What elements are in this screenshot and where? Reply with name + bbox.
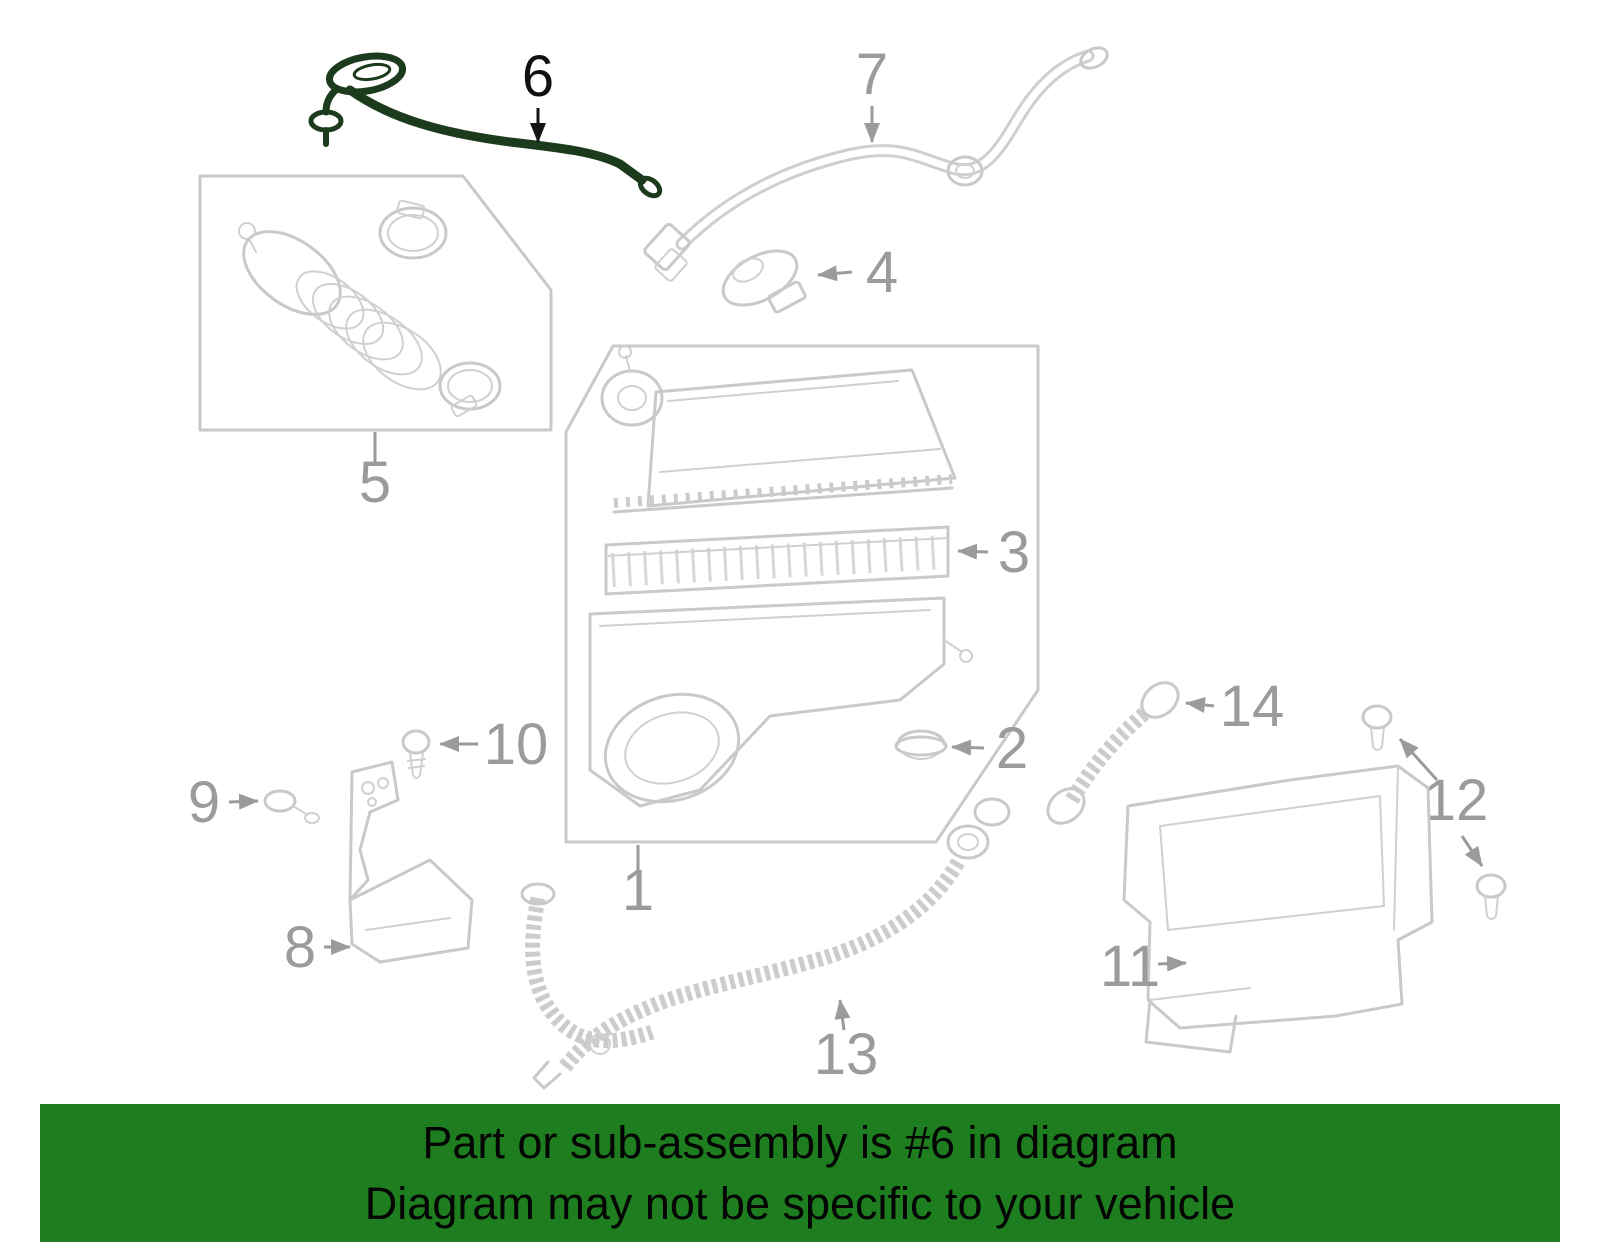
- callout-7: 7: [856, 42, 888, 143]
- part-14-hose: [1046, 681, 1180, 825]
- callout-3-label: 3: [998, 520, 1030, 585]
- callout-6: 6: [522, 44, 554, 143]
- highlight-banner: Part or sub-assembly is #6 in diagram Di…: [40, 1104, 1560, 1242]
- callout-5-label: 5: [359, 450, 391, 515]
- part-12-bolts: [1361, 704, 1507, 920]
- part-5-intake-duct: [198, 174, 553, 432]
- callout-12: 12: [1398, 737, 1489, 867]
- callout-5: 5: [359, 432, 391, 515]
- callout-8: 8: [284, 915, 351, 980]
- callout-4-label: 4: [866, 240, 898, 305]
- part-4-sensor: [721, 249, 807, 314]
- callout-7-label: 7: [856, 42, 888, 107]
- callout-10: 10: [439, 712, 549, 777]
- part-10-bolt: [401, 729, 431, 779]
- callout-2: 2: [951, 716, 1028, 781]
- callout-9-label: 9: [188, 770, 220, 835]
- callout-13: 13: [814, 999, 879, 1087]
- part-9-clip: [263, 789, 320, 824]
- callout-1: 1: [622, 845, 654, 923]
- callout-2-label: 2: [996, 716, 1028, 781]
- callout-3: 3: [957, 520, 1030, 585]
- callout-9: 9: [188, 770, 259, 835]
- part-11-air-duct: [1122, 764, 1434, 1054]
- exploded-parts-diagram: 5: [188, 42, 1507, 1090]
- callout-1-label: 1: [622, 858, 654, 923]
- part-8-bracket: [348, 760, 474, 964]
- callout-14: 14: [1185, 674, 1285, 739]
- part-2-cap: [894, 729, 948, 760]
- callout-12-label: 12: [1424, 768, 1489, 833]
- callout-13-label: 13: [814, 1022, 879, 1087]
- callout-14-label: 14: [1220, 674, 1285, 739]
- banner-line-2: Diagram may not be specific to your vehi…: [364, 1178, 1236, 1229]
- banner-line-1: Part or sub-assembly is #6 in diagram: [422, 1116, 1178, 1168]
- callout-6-label: 6: [522, 44, 554, 109]
- part-7-hose: [643, 46, 1109, 282]
- callout-4: 4: [817, 240, 898, 305]
- callout-11: 11: [1100, 934, 1187, 999]
- part-13-harness: [520, 797, 1011, 1090]
- callout-10-label: 10: [484, 712, 549, 777]
- part-1-air-cleaner-assembly: [564, 344, 1040, 844]
- part-6-highlighted-tube: [308, 52, 663, 199]
- callout-8-label: 8: [284, 915, 316, 980]
- callout-11-label: 11: [1100, 934, 1160, 999]
